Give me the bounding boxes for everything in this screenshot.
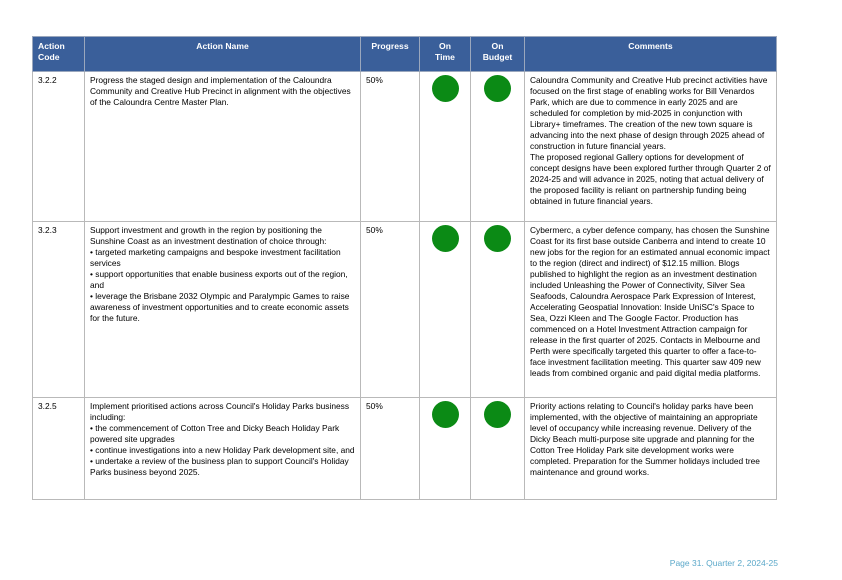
- header-on-budget: On Budget: [470, 36, 525, 72]
- on-time-status-dot: [431, 75, 459, 102]
- action-code: 3.2.2: [32, 71, 85, 222]
- action-name-bullet: • continue investigations into a new Hol…: [90, 445, 355, 455]
- progress-value: 50%: [360, 71, 420, 222]
- action-name-bullet: • undertake a review of the business pla…: [90, 456, 349, 477]
- comment-paragraph: Priority actions relating to Council's h…: [530, 401, 760, 477]
- header-progress: Progress: [360, 36, 420, 72]
- comments-cell: Priority actions relating to Council's h…: [524, 397, 777, 500]
- header-comments: Comments: [524, 36, 777, 72]
- progress-value: 50%: [360, 397, 420, 500]
- table-row: 3.2.2 Progress the staged design and imp…: [32, 71, 777, 222]
- header-on-time: On Time: [419, 36, 471, 72]
- action-name-text: Implement prioritised actions across Cou…: [90, 401, 350, 422]
- action-name-bullet: • leverage the Brisbane 2032 Olympic and…: [90, 291, 350, 323]
- action-code: 3.2.3: [32, 221, 85, 398]
- header-action-code-line2: Code: [38, 52, 60, 62]
- header-on-budget-line1: On: [491, 41, 504, 51]
- on-time-status-dot: [431, 401, 459, 428]
- on-budget-status-dot: [484, 225, 511, 252]
- action-name: Implement prioritised actions across Cou…: [84, 397, 361, 500]
- table-header-row: Action Code Action Name Progress On Time…: [32, 36, 777, 72]
- header-on-time-line1: On: [439, 41, 451, 51]
- on-budget-cell: [470, 397, 525, 500]
- action-name-text: Progress the staged design and implement…: [90, 75, 351, 107]
- on-time-cell: [419, 71, 471, 222]
- action-name-text: Support investment and growth in the reg…: [90, 225, 327, 246]
- action-name: Progress the staged design and implement…: [84, 71, 361, 222]
- on-budget-status-dot: [484, 401, 511, 428]
- action-name-bullet: • the commencement of Cotton Tree and Di…: [90, 423, 340, 444]
- report-page: Action Code Action Name Progress On Time…: [32, 36, 778, 500]
- header-action-code: Action Code: [32, 36, 85, 72]
- table-row: 3.2.3 Support investment and growth in t…: [32, 221, 777, 398]
- header-on-budget-line2: Budget: [482, 52, 513, 62]
- comment-paragraph: Cybermerc, a cyber defence company, has …: [530, 225, 770, 378]
- on-budget-status-dot: [484, 75, 511, 102]
- page-footer: Page 31. Quarter 2, 2024-25: [669, 558, 778, 568]
- comment-paragraph: The proposed regional Gallery options fo…: [530, 152, 771, 206]
- comments-cell: Caloundra Community and Creative Hub pre…: [524, 71, 777, 222]
- action-name: Support investment and growth in the reg…: [84, 221, 361, 398]
- on-time-status-dot: [431, 225, 459, 252]
- action-progress-table: Action Code Action Name Progress On Time…: [32, 36, 777, 500]
- on-budget-cell: [470, 71, 525, 222]
- comments-cell: Cybermerc, a cyber defence company, has …: [524, 221, 777, 398]
- table-row: 3.2.5 Implement prioritised actions acro…: [32, 397, 777, 500]
- progress-value: 50%: [360, 221, 420, 398]
- action-name-bullet: • targeted marketing campaigns and bespo…: [90, 247, 341, 268]
- action-code: 3.2.5: [32, 397, 85, 500]
- on-budget-cell: [470, 221, 525, 398]
- header-action-name: Action Name: [84, 36, 361, 72]
- comment-paragraph: Caloundra Community and Creative Hub pre…: [530, 75, 768, 151]
- on-time-cell: [419, 221, 471, 398]
- header-on-time-line2: Time: [435, 52, 455, 62]
- action-name-bullet: • support opportunities that enable busi…: [90, 269, 348, 290]
- on-time-cell: [419, 397, 471, 500]
- header-action-code-line1: Action: [38, 41, 65, 51]
